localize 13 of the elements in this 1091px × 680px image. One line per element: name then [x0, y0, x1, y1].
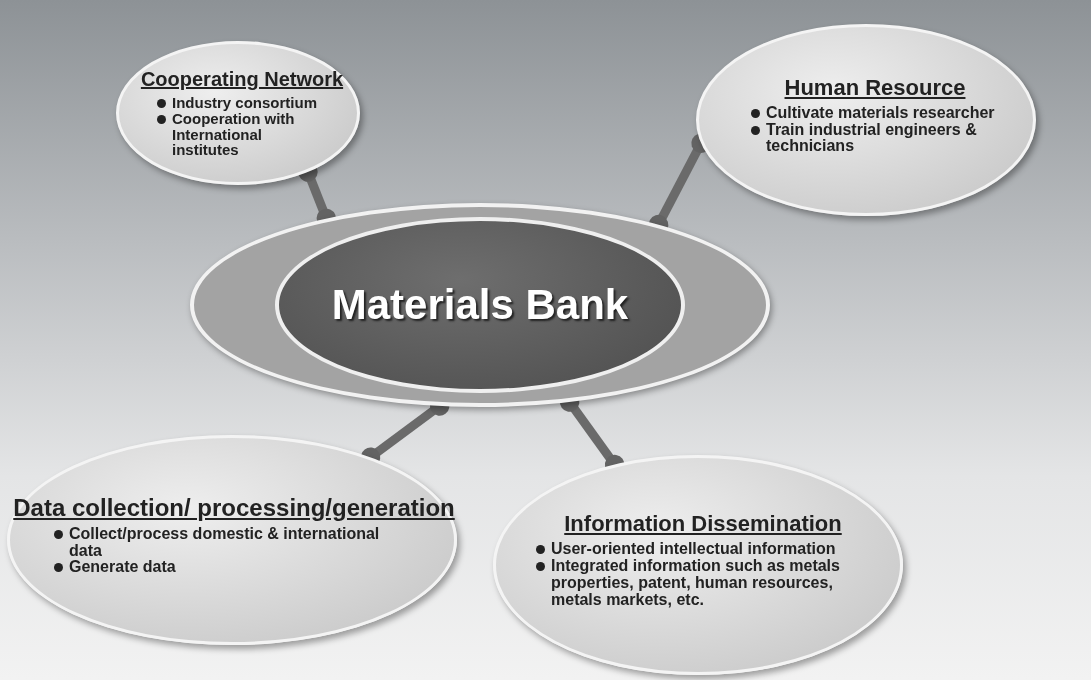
bullet-text: Generate data — [69, 559, 176, 577]
bullet-text: Cultivate materials researcher — [766, 104, 995, 122]
heading: Human Resource — [784, 74, 966, 101]
heading: Cooperating Network — [140, 68, 344, 91]
bullet-text: Cooperation with International institutes — [172, 110, 296, 158]
bullet-text: User-oriented intellectual information — [551, 541, 836, 559]
bullet-text: Train industrial engineers & technicians — [766, 121, 978, 156]
bullet-text: Industry consortium — [172, 95, 317, 111]
bullet-text: Collect/process domestic & international data — [69, 525, 381, 560]
heading: Data collection/ processing/generation — [13, 493, 455, 522]
bullet-text: Integrated information such as metals properties, patent, human resources, metals markets, etc. — [551, 558, 841, 609]
title-text: Materials Bank — [331, 281, 629, 329]
heading: Information Dissemination — [564, 511, 842, 538]
